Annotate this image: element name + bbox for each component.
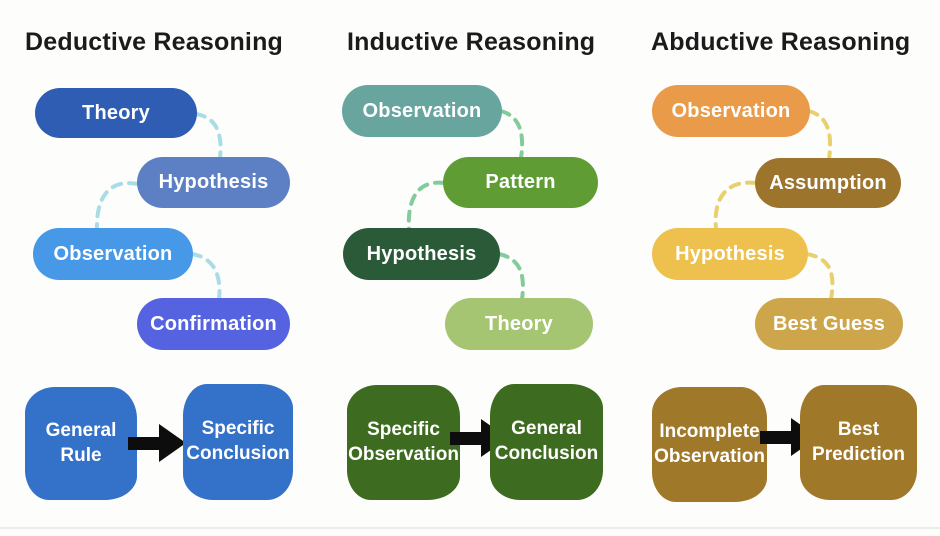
dashed-connector — [94, 181, 140, 231]
pill-inductive-observation: Observation — [342, 85, 502, 137]
pill-deductive-confirmation: Confirmation — [137, 298, 290, 350]
pill-deductive-observation: Observation — [33, 228, 193, 280]
dashed-connector — [194, 112, 223, 160]
column-title-inductive: Inductive Reasoning — [347, 28, 596, 56]
flow-box-specific-conclusion: Specific Conclusion — [183, 384, 293, 500]
flow-box-general-conclusion: General Conclusion — [490, 384, 603, 500]
dashed-connector — [499, 109, 524, 160]
flow-box-specific-observation: Specific Observation — [347, 385, 460, 500]
pill-deductive-theory: Theory — [35, 88, 197, 138]
pill-inductive-hypothesis: Hypothesis — [343, 228, 500, 280]
column-title-abductive: Abductive Reasoning — [651, 28, 911, 56]
pill-deductive-hypothesis: Hypothesis — [137, 157, 290, 208]
pill-inductive-theory: Theory — [445, 298, 593, 350]
bottom-divider-line — [0, 527, 940, 529]
pill-abductive-observation: Observation — [652, 85, 810, 137]
pill-inductive-pattern: Pattern — [443, 157, 598, 208]
arrow-shaft — [760, 431, 792, 444]
pill-abductive-best-guess: Best Guess — [755, 298, 903, 350]
dashed-connector — [406, 180, 446, 231]
arrow-shaft — [128, 437, 160, 450]
flow-box-best-prediction: Best Prediction — [800, 385, 917, 500]
dashed-connector — [497, 252, 525, 301]
pill-abductive-assumption: Assumption — [755, 158, 901, 208]
pill-abductive-hypothesis: Hypothesis — [652, 228, 808, 280]
column-title-deductive: Deductive Reasoning — [25, 28, 284, 56]
dashed-connector — [190, 252, 222, 301]
dashed-connector — [807, 109, 832, 161]
flow-box-incomplete-observation: Incomplete Observation — [652, 387, 767, 502]
flow-arrow-icon — [128, 423, 186, 463]
dashed-connector — [805, 252, 835, 301]
flow-box-general-rule: General Rule — [25, 387, 137, 500]
dashed-connector — [713, 180, 758, 231]
arrow-head — [159, 424, 186, 462]
arrow-shaft — [450, 432, 482, 445]
